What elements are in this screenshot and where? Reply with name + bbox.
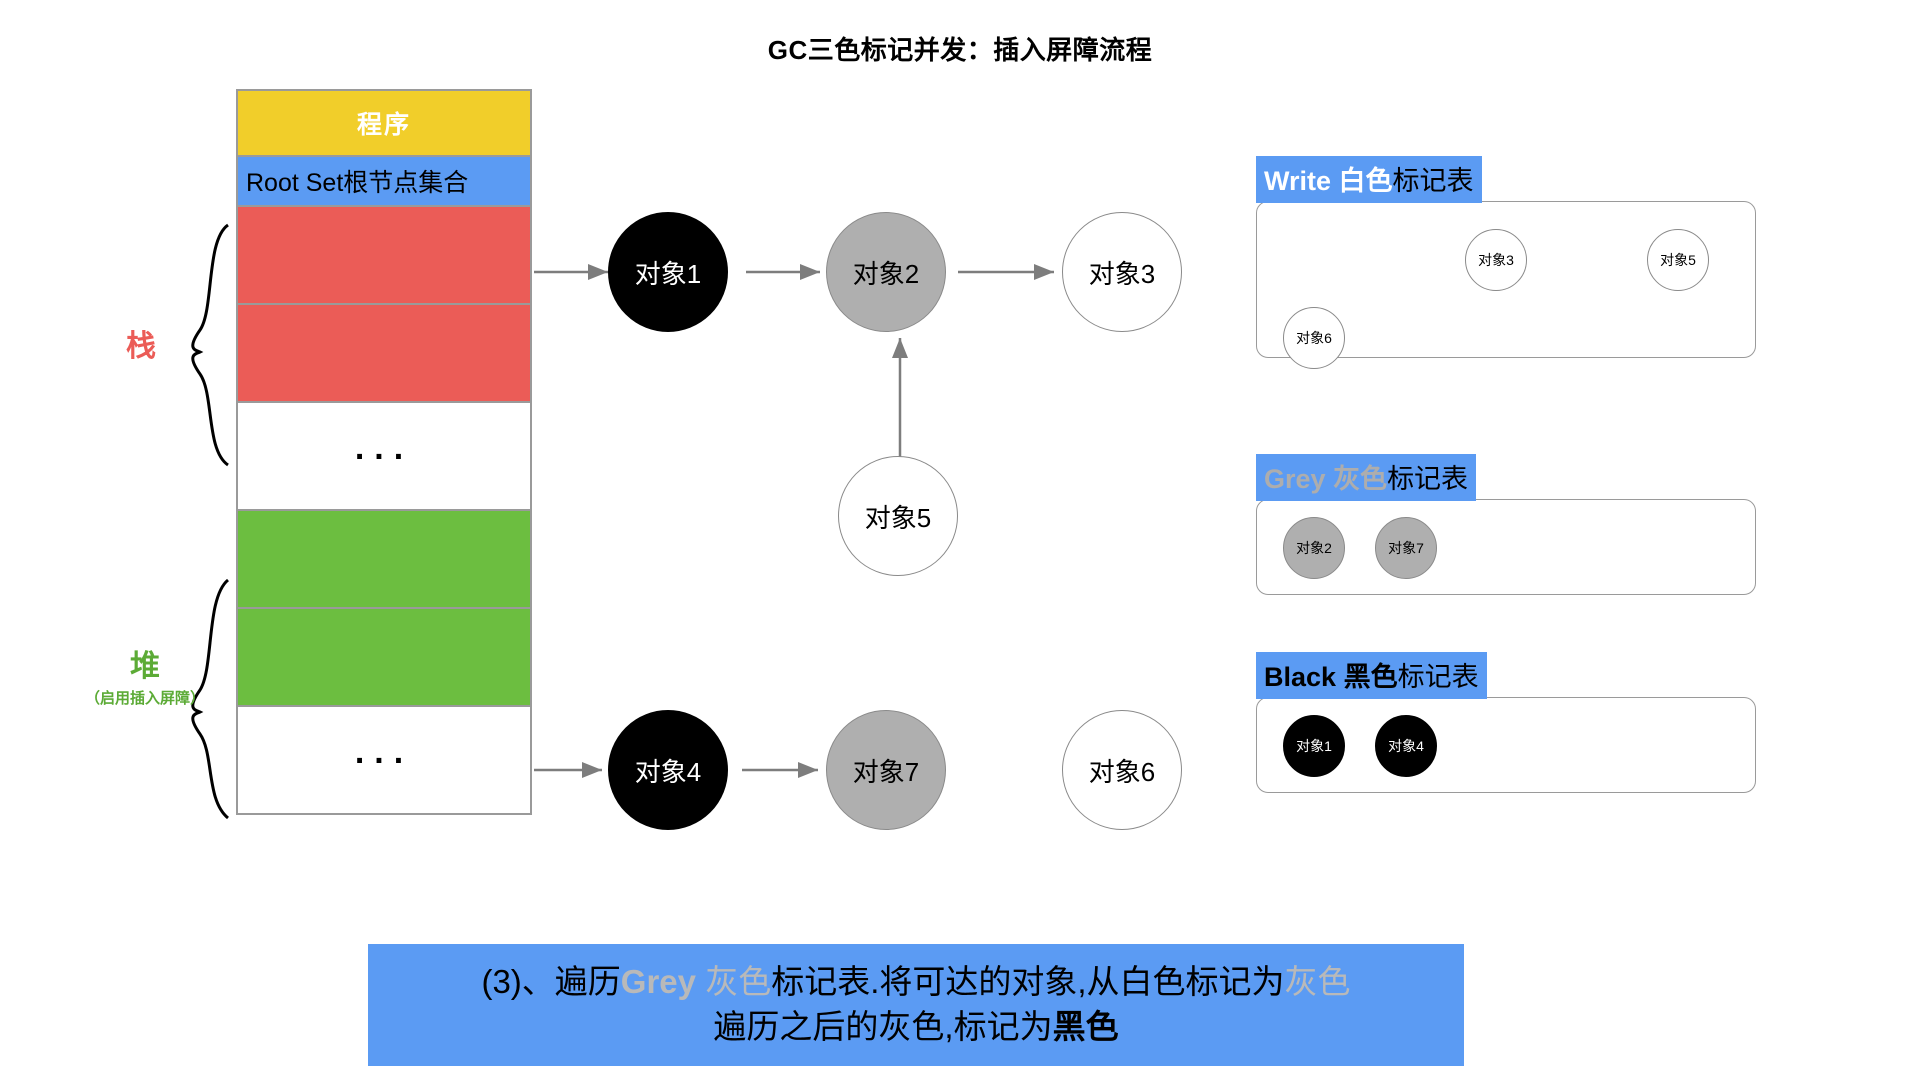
memory-row-root-set: Root Set根节点集合 bbox=[236, 155, 532, 207]
mark-table-grey-body: 对象2 对象7 bbox=[1256, 499, 1756, 595]
mark-chip-obj5[interactable]: 对象5 bbox=[1647, 229, 1709, 291]
graph-node-obj5[interactable]: 对象5 bbox=[838, 456, 958, 576]
heap-label: 堆 （启用插入屏障） bbox=[40, 650, 250, 708]
graph-node-obj1[interactable]: 对象1 bbox=[608, 212, 728, 332]
mark-chip-obj7[interactable]: 对象7 bbox=[1375, 517, 1437, 579]
stack-label-main: 栈 bbox=[126, 330, 156, 363]
caption-l1-mid: 标记表.将可达的对象,从白色标记为 bbox=[771, 963, 1285, 1001]
ellipsis-label: ... bbox=[354, 429, 414, 468]
ellipsis-label-2: ... bbox=[354, 733, 414, 772]
caption-line-1: (3)、遍历Grey 灰色标记表.将可达的对象,从白色标记为灰色 bbox=[481, 960, 1350, 1005]
mark-table-white-header: Write 白色标记表 bbox=[1256, 156, 1482, 203]
memory-row-stack-1 bbox=[236, 205, 532, 305]
mark-table-grey-header-suffix: 标记表 bbox=[1387, 464, 1469, 494]
root-set-label: Root Set根节点集合 bbox=[246, 169, 469, 197]
memory-row-heap-2 bbox=[236, 607, 532, 707]
memory-column: 程序 Root Set根节点集合 ... ... bbox=[236, 89, 532, 815]
page-title: GC三色标记并发：插入屏障流程 bbox=[767, 35, 1153, 65]
mark-table-white-header-en: Write bbox=[1264, 166, 1332, 196]
caption-l1-grey-end: 灰色 bbox=[1284, 963, 1351, 1001]
caption-l1-grey-cn: 灰色 bbox=[705, 963, 772, 1001]
graph-node-obj2[interactable]: 对象2 bbox=[826, 212, 946, 332]
caption-l2-prefix: 遍历之后的灰色,标记为 bbox=[713, 1008, 1053, 1045]
mark-table-white-header-color: 白色 bbox=[1338, 166, 1393, 196]
mark-table-white-body: 对象3 对象5 对象6 bbox=[1256, 201, 1756, 369]
caption-banner: (3)、遍历Grey 灰色标记表.将可达的对象,从白色标记为灰色 遍历之后的灰色… bbox=[368, 944, 1464, 1066]
memory-row-heap-ellipsis: ... bbox=[236, 705, 532, 815]
heap-label-main: 堆 bbox=[130, 650, 160, 683]
caption-l1-prefix: (3)、遍历 bbox=[481, 963, 621, 1001]
mark-table-grey-header-en: Grey bbox=[1264, 464, 1326, 494]
memory-row-stack-2 bbox=[236, 303, 532, 403]
mark-table-grey-header: Grey 灰色标记表 bbox=[1256, 454, 1477, 501]
caption-l1-grey-en: Grey bbox=[620, 963, 706, 1001]
mark-table-black-header: Black 黑色标记表 bbox=[1256, 652, 1487, 699]
memory-row-program: 程序 bbox=[236, 89, 532, 157]
heap-label-sub: （启用插入屏障） bbox=[84, 690, 205, 707]
mark-table-black-header-suffix: 标记表 bbox=[1397, 662, 1479, 692]
mark-table-black-body: 对象1 对象4 bbox=[1256, 697, 1756, 793]
graph-node-obj3[interactable]: 对象3 bbox=[1062, 212, 1182, 332]
caption-line-2: 遍历之后的灰色,标记为黑色 bbox=[713, 1005, 1118, 1050]
mark-chip-obj6[interactable]: 对象6 bbox=[1283, 307, 1345, 369]
memory-row-stack-ellipsis: ... bbox=[236, 401, 532, 511]
graph-node-obj6[interactable]: 对象6 bbox=[1062, 710, 1182, 830]
mark-table-grey-header-color: 灰色 bbox=[1333, 464, 1388, 494]
mark-chip-obj2[interactable]: 对象2 bbox=[1283, 517, 1345, 579]
mark-chip-obj4[interactable]: 对象4 bbox=[1375, 715, 1437, 777]
heap-brace bbox=[191, 578, 230, 820]
stack-label: 栈 bbox=[86, 330, 196, 363]
stack-brace bbox=[191, 223, 229, 467]
memory-row-heap-1 bbox=[236, 509, 532, 609]
mark-table-black-header-en: Black bbox=[1264, 662, 1337, 692]
mark-table-white-header-suffix: 标记表 bbox=[1392, 166, 1474, 196]
mark-chip-obj1[interactable]: 对象1 bbox=[1283, 715, 1345, 777]
graph-node-obj4[interactable]: 对象4 bbox=[608, 710, 728, 830]
caption-l2-black: 黑色 bbox=[1052, 1008, 1119, 1045]
graph-node-obj7[interactable]: 对象7 bbox=[826, 710, 946, 830]
mark-chip-obj3[interactable]: 对象3 bbox=[1465, 229, 1527, 291]
mark-table-black-header-color: 黑色 bbox=[1343, 662, 1398, 692]
program-label: 程序 bbox=[356, 111, 411, 139]
